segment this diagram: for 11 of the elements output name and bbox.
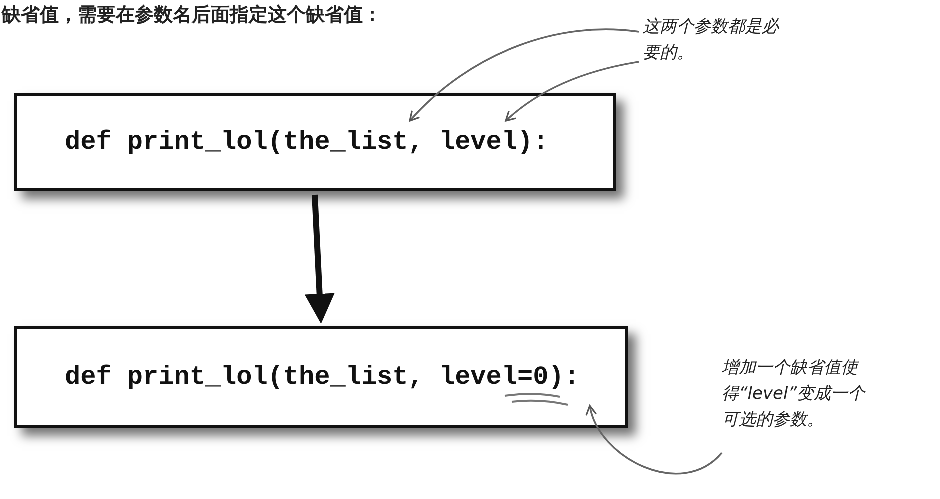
annotation-text: 增加一个缺省值使得“level”变成一个可选的参数。 bbox=[722, 355, 872, 445]
leader-line bbox=[505, 61, 640, 122]
code-box bbox=[14, 93, 616, 191]
code-box bbox=[14, 326, 628, 428]
code-text: def print_lol(the_list, level=0): bbox=[65, 362, 580, 392]
annotation-text: 这两个参数都是必要的。 bbox=[643, 14, 793, 70]
leader-line bbox=[586, 405, 723, 475]
arrow bbox=[304, 194, 335, 324]
code-text: def print_lol(the_list, level): bbox=[65, 127, 549, 157]
leader-line bbox=[409, 28, 640, 122]
intro-text: 缺省值，需要在参数名后面指定这个缺省值： bbox=[2, 3, 382, 28]
